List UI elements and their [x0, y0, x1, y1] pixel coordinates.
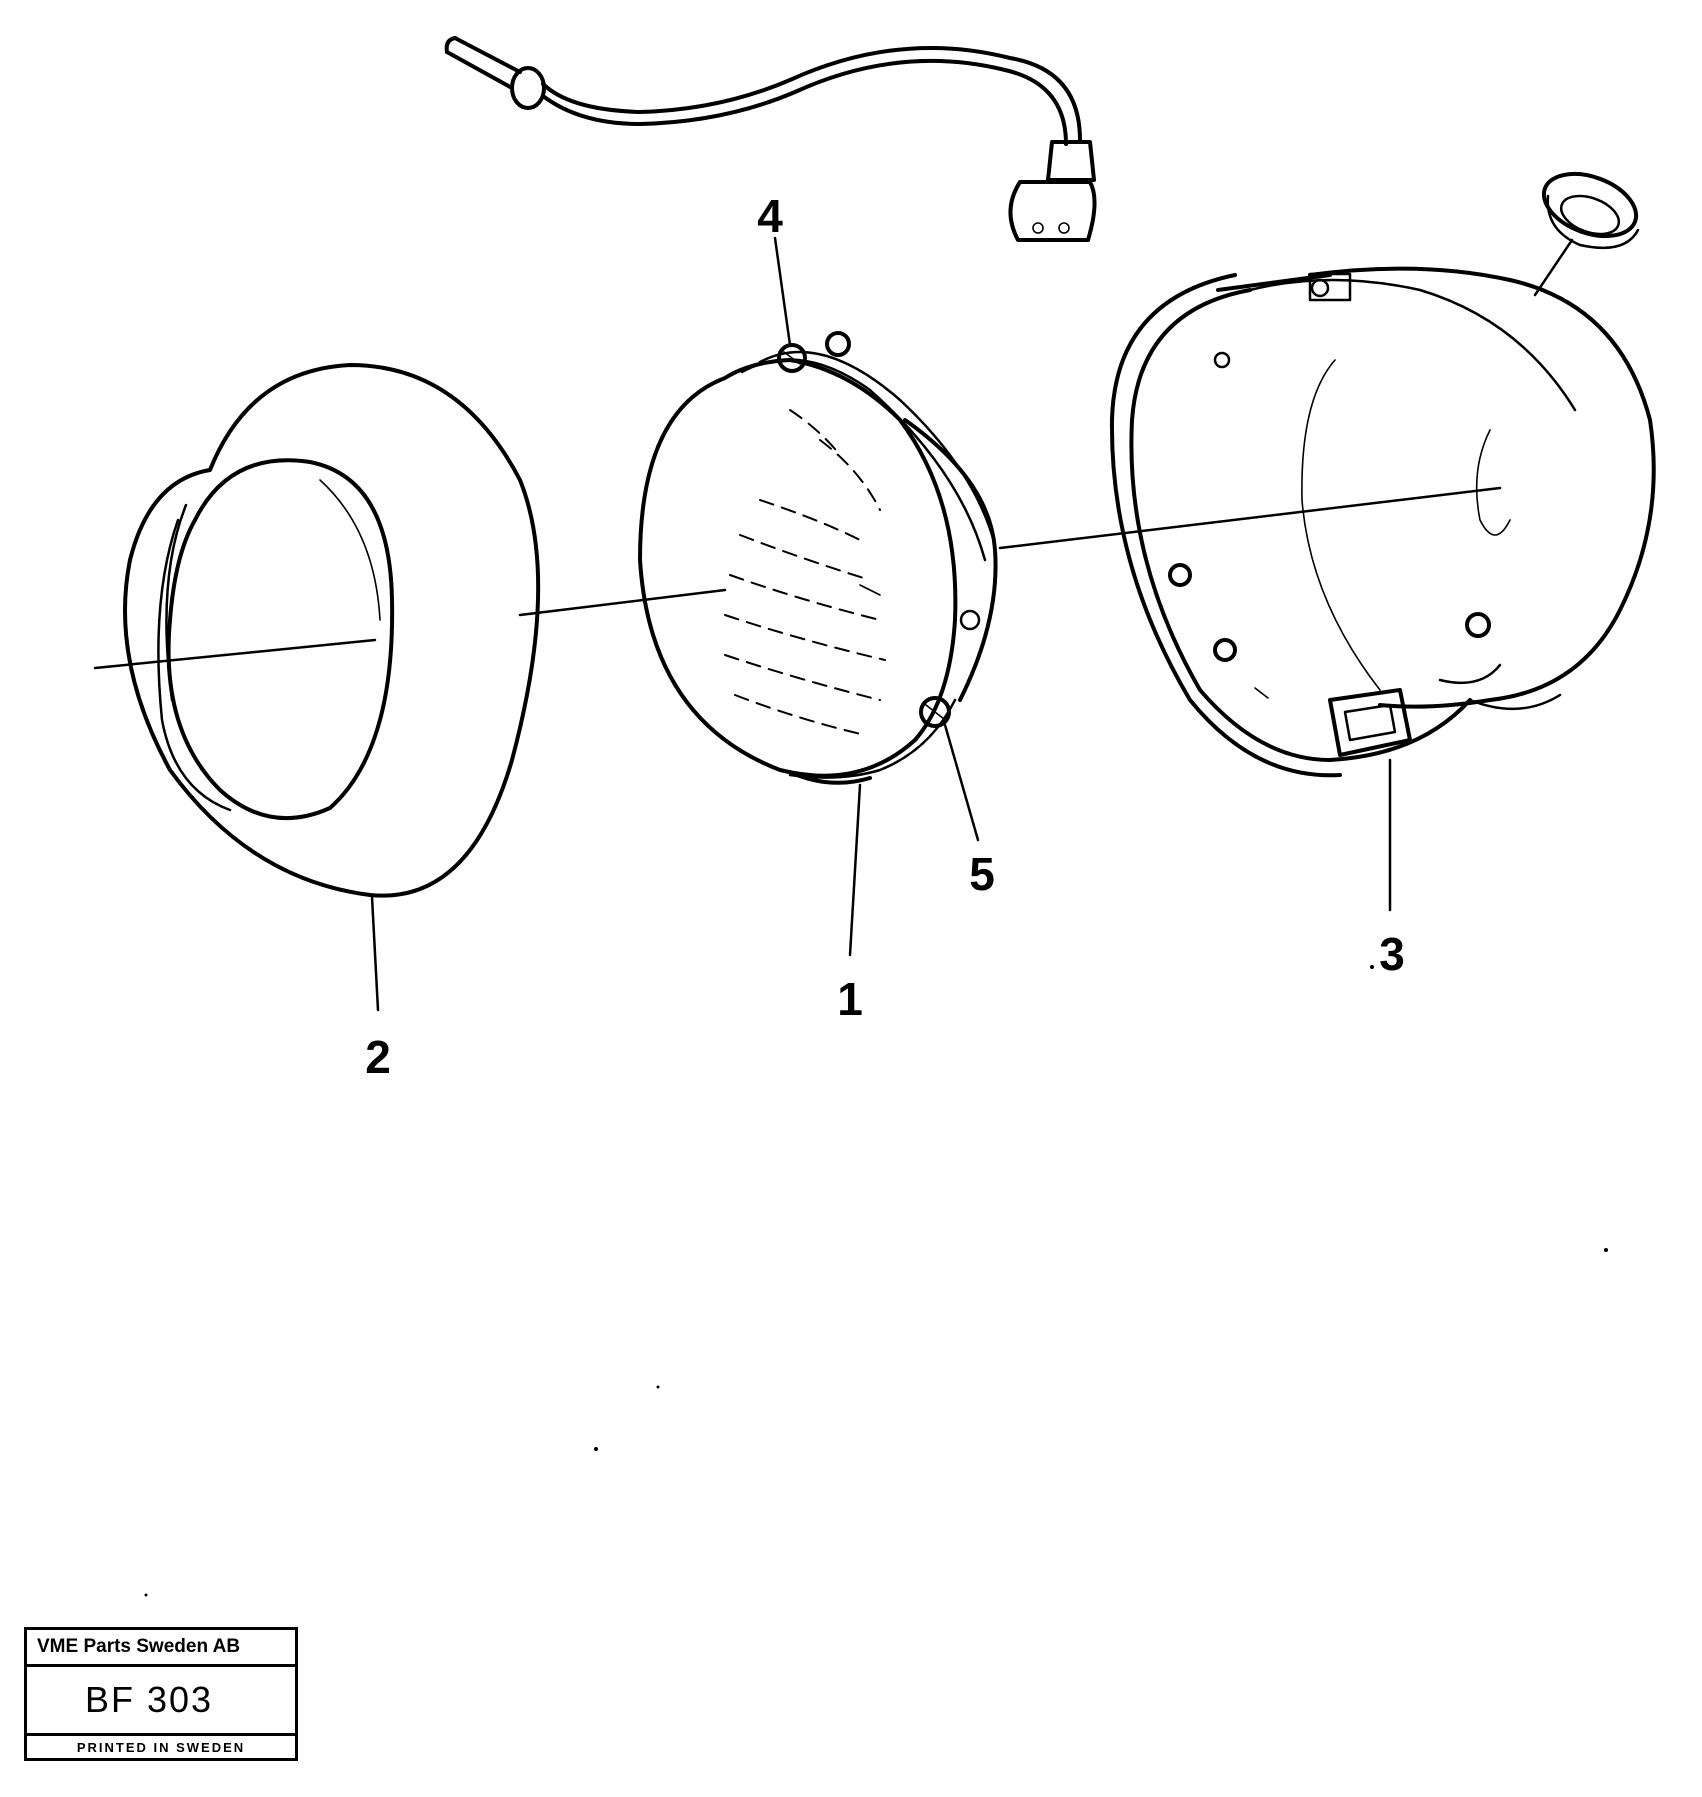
drawing-code: BF 303 [27, 1667, 295, 1736]
screw-4-head [777, 343, 807, 373]
trim-ring [123, 363, 541, 898]
lamp-housing [1109, 266, 1656, 778]
axis-line-mid [518, 588, 727, 617]
callout-5: 5 [969, 848, 995, 900]
screw-5-head [919, 696, 951, 728]
leader-5 [943, 723, 980, 842]
printed-note: PRINTED IN SWEDEN [76, 1740, 246, 1755]
grommet [1541, 171, 1640, 250]
callout-4: 4 [757, 190, 783, 242]
axis-line-left [93, 638, 377, 670]
leader-4 [773, 236, 792, 347]
leader-grommet [1533, 238, 1574, 297]
company-name: VME Parts Sweden AB [27, 1630, 295, 1667]
leader-1 [848, 783, 862, 957]
title-block: VME Parts Sweden AB BF 303 PRINTED IN SW… [24, 1627, 298, 1761]
wiring-cable [444, 36, 1097, 242]
axis-line-right [998, 486, 1502, 550]
lamp-unit [638, 331, 998, 785]
leader-2 [370, 895, 380, 1012]
callout-1: 1 [837, 973, 863, 1025]
callout-3: 3 [1379, 928, 1405, 980]
callout-2: 2 [365, 1031, 391, 1083]
